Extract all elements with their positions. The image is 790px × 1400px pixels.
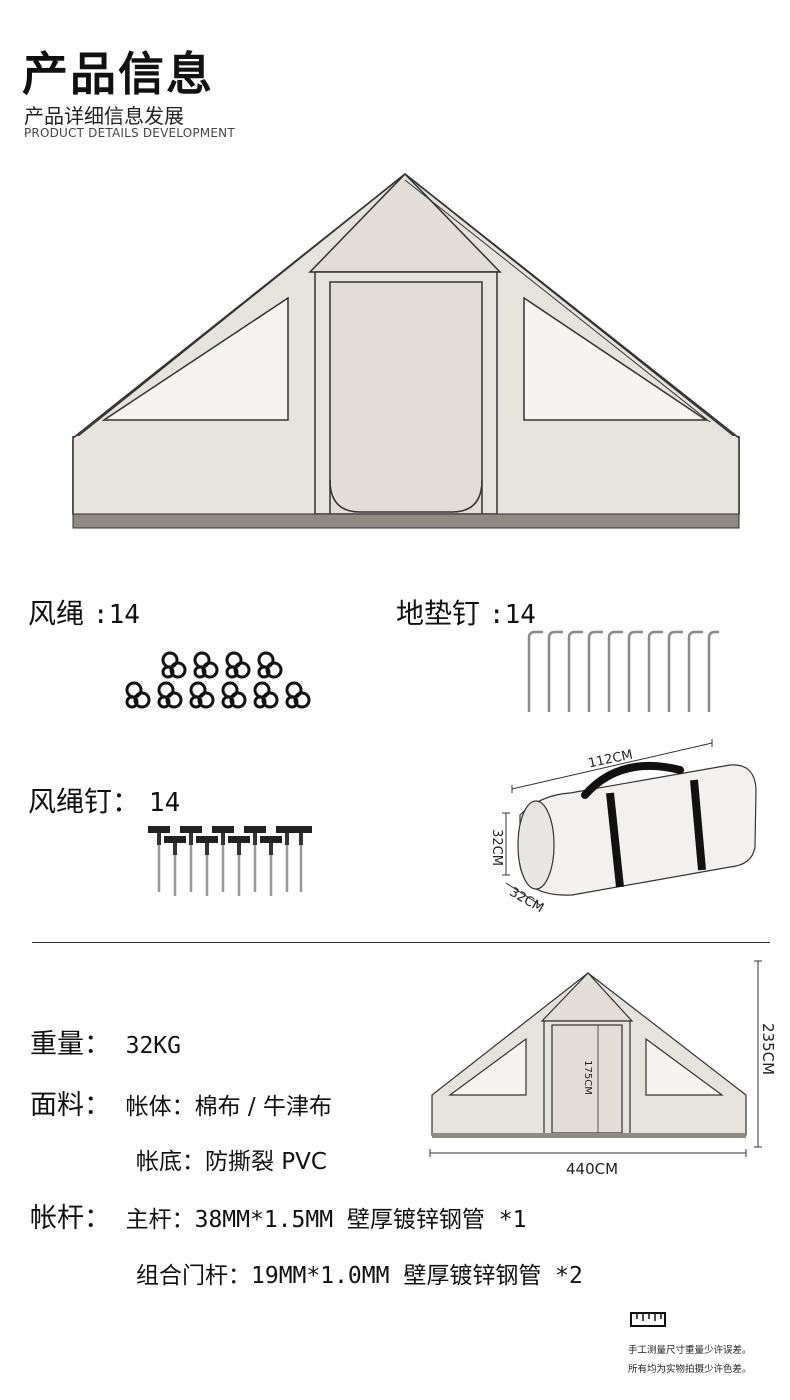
section-divider (32, 942, 770, 943)
note-measurement: 手工测量尺寸重量少许误差。 (628, 1345, 752, 1356)
page-title: 产品信息 (22, 47, 214, 101)
tent-dimension-illustration (429, 960, 762, 1157)
spec-fabric-floor-label: 帐底： (136, 1149, 205, 1175)
rope-coil (285, 681, 311, 709)
door-height-label: 175CM (581, 1060, 593, 1095)
rope-coil (221, 681, 247, 709)
tent-top-cone (308, 172, 502, 273)
tent-height-label: 235CM (759, 1022, 778, 1076)
bag-body (519, 764, 757, 896)
tent-door-curve (329, 479, 483, 513)
storage-bag-illustration (502, 739, 757, 906)
tent-floor (72, 513, 740, 529)
spec-poles: 帐杆： 主杆：38MM*1.5MM 壁厚镀锌钢管 *1 (30, 1196, 526, 1235)
ground-peg (667, 630, 683, 712)
rope-coil (161, 651, 187, 679)
ground-peg (567, 630, 583, 712)
tent-width-label: 440CM (566, 1160, 619, 1178)
ground-peg (687, 630, 703, 712)
ground-peg (647, 630, 663, 712)
ruler-icon (630, 1312, 666, 1327)
rope-peg (212, 826, 234, 892)
ground-peg (587, 630, 603, 712)
spec-poles-label: 帐杆： (30, 1203, 111, 1234)
rope-coil (225, 651, 251, 679)
spec-weight: 重量： 32KG (30, 1022, 181, 1061)
rope-coil (253, 681, 279, 709)
spec-fabric-floor: 帐底：防撕裂 PVC (136, 1142, 327, 1176)
rope-peg (276, 826, 298, 892)
rope-peg (290, 826, 312, 892)
ground-peg (547, 630, 563, 712)
spec-weight-value: 32KG (125, 1033, 181, 1059)
rope-count: :14 (92, 600, 140, 630)
spec-fabric-floor-value: 防撕裂 PVC (205, 1149, 327, 1175)
ground-peg-label-row: 地垫钉 :14 (396, 592, 536, 632)
bag-handle (581, 761, 684, 799)
rope-coil (193, 651, 219, 679)
rope-peg-count: 14 (148, 788, 181, 818)
spec-poles-door-label: 组合门杆： (136, 1263, 251, 1289)
bag-end (517, 800, 555, 890)
rope-label-row: 风绳 :14 (28, 592, 140, 632)
tent-window-left (101, 296, 289, 421)
tent-front-illustration (72, 172, 740, 529)
small-tent-window-right (645, 1037, 724, 1096)
rope-peg-label-row: 风绳钉： 14 (28, 780, 180, 820)
bag-height-label: 32CM (488, 829, 504, 866)
rope-coil (189, 681, 215, 709)
ground-pegs-illustration (527, 630, 719, 712)
rope-peg (260, 836, 282, 896)
rope-peg (148, 826, 170, 892)
ground-peg-label: 地垫钉 (396, 597, 481, 630)
ground-peg (607, 630, 623, 712)
ground-peg-count: :14 (488, 600, 536, 630)
rope-peg (164, 836, 186, 896)
tent-door-panel (329, 281, 483, 515)
spec-fabric-body-label: 帐体： (125, 1094, 195, 1120)
note-color: 所有均为实物拍摄少许色差。 (628, 1364, 752, 1375)
small-tent-floor (432, 1133, 746, 1138)
ground-peg (527, 630, 543, 712)
spec-weight-label: 重量： (30, 1029, 111, 1060)
spec-poles-main-label: 主杆： (125, 1207, 195, 1233)
rope-coil (257, 651, 283, 679)
page-subtitle-en: PRODUCT DETAILS DEVELOPMENT (24, 126, 235, 140)
spec-poles-main-value: 38MM*1.5MM 壁厚镀锌钢管 *1 (194, 1207, 527, 1233)
spec-poles-door-value: 19MM*1.0MM 壁厚镀锌钢管 *2 (251, 1263, 583, 1289)
small-tent-door-panel (551, 1024, 623, 1134)
rope-peg (244, 826, 266, 892)
small-tent-window-left (448, 1037, 527, 1096)
rope-peg (196, 836, 218, 896)
tent-window-right (523, 296, 709, 421)
rope-coil (125, 681, 151, 709)
spec-fabric-body-value: 棉布 / 牛津布 (194, 1094, 332, 1120)
rope-coils-illustration (125, 651, 311, 709)
page-subtitle: 产品详细信息发展 (24, 104, 184, 128)
spec-fabric-label: 面料： (30, 1090, 111, 1121)
rope-peg (180, 826, 202, 892)
rope-pegs-illustration (148, 826, 312, 896)
rope-peg (228, 836, 250, 896)
rope-coil (157, 681, 183, 709)
ground-peg (707, 630, 719, 712)
ground-peg (627, 630, 643, 712)
rope-label: 风绳 (28, 597, 85, 630)
bag-strap-right (690, 779, 706, 871)
rope-peg-label: 风绳钉： (28, 785, 141, 818)
bag-strap-left (606, 792, 624, 888)
spec-poles-door: 组合门杆：19MM*1.0MM 壁厚镀锌钢管 *2 (136, 1256, 583, 1290)
spec-fabric: 面料： 帐体：棉布 / 牛津布 (30, 1083, 332, 1122)
